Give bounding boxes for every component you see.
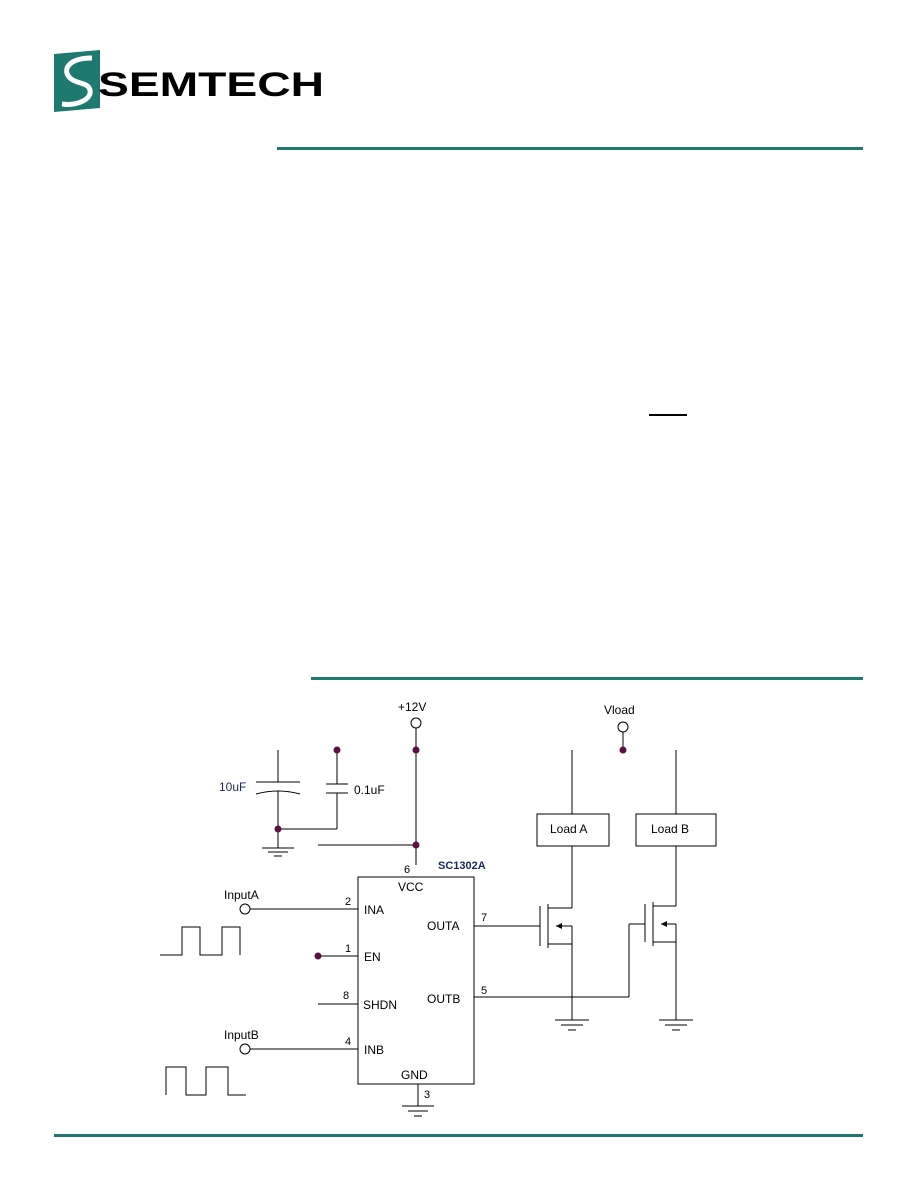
footer-rule [54,1134,863,1137]
junction-dot [333,746,341,754]
input-b-label: InputB [224,1028,259,1042]
vload-label: Vload [604,703,635,717]
junction-dot [619,746,627,754]
brand-name: SEMTECH [98,66,324,104]
overline-mark [649,414,687,416]
pin-gnd-label: GND [401,1068,428,1082]
cap1-label: 10uF [219,780,246,794]
junction-dot [412,841,420,849]
supply-terminal [410,717,422,729]
load-a-box [536,813,610,847]
junction-dot [314,952,322,960]
pin-shdn-number: 8 [343,990,349,1002]
pin-ina-number: 2 [345,896,351,908]
section-rule [311,677,863,680]
pin-outb-label: OUTB [427,992,460,1006]
pin-outb-number: 5 [481,985,487,997]
chip-name: SC1302A [438,860,486,872]
pin-en-label: EN [364,950,381,964]
pin-shdn-label: SHDN [363,998,397,1012]
input-b-terminal [239,1043,251,1055]
input-b-waveform [165,1066,246,1096]
header-rule [277,147,863,150]
pin-ina-label: INA [364,903,384,917]
pin-vcc-label: VCC [398,880,424,894]
load-a-label: Load A [550,822,587,836]
pin-outa-label: OUTA [427,919,459,933]
pin-en-number: 1 [345,943,351,955]
chip-body [357,876,475,1085]
input-a-waveform [160,926,241,956]
junction-dot [412,746,420,754]
semtech-logo: SEMTECH [54,50,324,112]
input-a-terminal [239,903,251,915]
input-a-label: InputA [224,888,259,902]
logo-s-curve [61,55,93,107]
load-b-label: Load B [651,822,689,836]
pin-inb-number: 4 [345,1036,351,1048]
pin-inb-label: INB [364,1043,384,1057]
pin-outa-number: 7 [481,912,487,924]
supply-label: +12V [398,700,426,714]
mosfet-b-arrow [661,921,667,927]
pin-vcc-number: 6 [404,864,410,876]
cap2-label: 0.1uF [354,783,385,797]
pin-gnd-number: 3 [424,1089,430,1101]
mosfet-a-arrow [556,923,562,929]
vload-terminal [617,721,629,733]
junction-dot [274,825,282,833]
